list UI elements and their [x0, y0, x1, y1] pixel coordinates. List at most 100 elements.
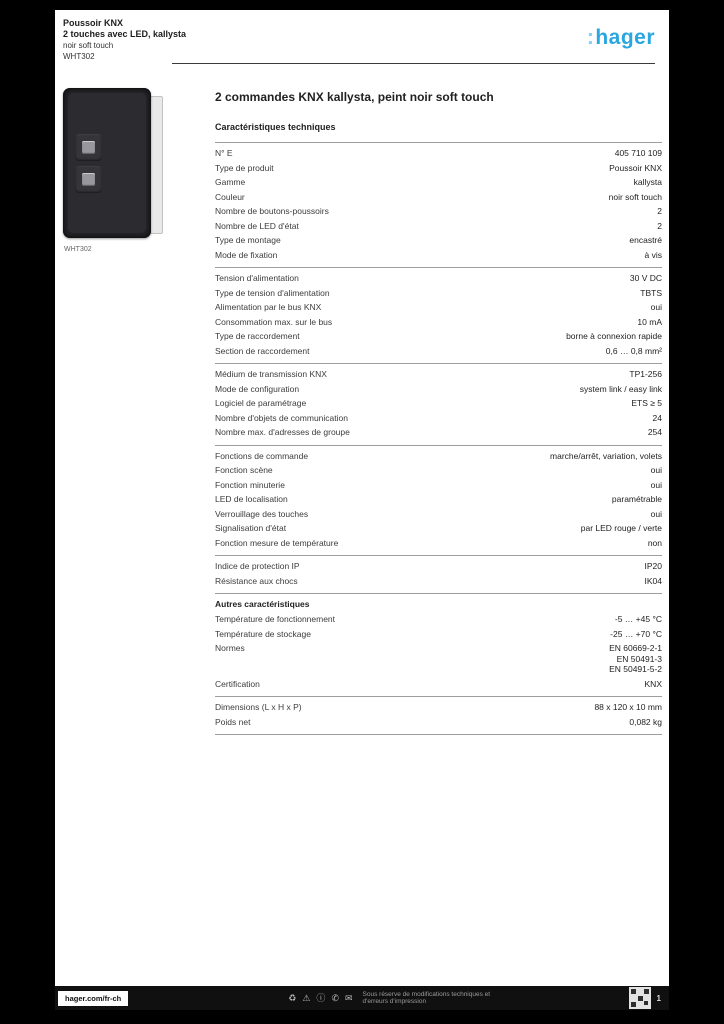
footer-icons: ♻⚠ⓘ✆✉ — [288, 992, 352, 1003]
spec-value: IP20 — [644, 561, 663, 571]
spec-label: Logiciel de paramétrage — [215, 398, 307, 408]
header-divider — [172, 63, 655, 64]
header-line-1: Poussoir KNX — [63, 18, 124, 28]
spec-label: Fonctions de commande — [215, 450, 309, 461]
spec-value: oui — [650, 465, 662, 475]
spec-row: Type de produit Poussoir KNX — [215, 161, 662, 176]
phone-icon: ✆ — [331, 992, 339, 1003]
spec-row: Fonction scène oui — [215, 463, 662, 478]
main-content: 2 commandes KNX kallysta, peint noir sof… — [215, 90, 662, 735]
spec-label: Fonction scène — [215, 465, 273, 475]
warning-icon: ⚠ — [302, 992, 311, 1003]
spec-value: EN 60669-2-1 EN 50491-3 EN 50491-5-2 — [609, 643, 662, 674]
spec-value: system link / easy link — [579, 383, 662, 394]
spec-value: TP1-256 — [629, 369, 662, 379]
header-line-2: 2 touches avec LED, kallysta — [63, 29, 187, 39]
spec-value: 254 — [647, 427, 662, 437]
spec-value: à vis — [644, 249, 662, 260]
spec-row: Tension d'alimentation 30 V DC — [215, 271, 662, 286]
header-reference: WHT302 — [63, 52, 95, 61]
spec-value: 10 mA — [637, 316, 662, 327]
push-button-bottom-cap — [82, 173, 95, 186]
qr-code — [628, 987, 651, 1009]
spec-group-heading: Autres caractéristiques — [215, 599, 310, 609]
spec-label: Mode de fixation — [215, 249, 278, 260]
spec-label: Type de produit — [215, 162, 274, 173]
spec-label: Type de montage — [215, 235, 281, 245]
spec-row: Mode de fixation à vis — [215, 248, 662, 263]
device-front-plate — [68, 93, 146, 233]
spec-value: ETS ≥ 5 — [631, 398, 662, 408]
footer-right: 1 — [628, 987, 664, 1009]
push-button-top-cap — [82, 141, 95, 154]
tech-specs-heading: Caractéristiques techniques — [215, 122, 336, 132]
website-link[interactable]: hager.com/fr-ch — [58, 990, 129, 1006]
datasheet-page: Poussoir KNX 2 touches avec LED, kallyst… — [55, 10, 669, 1010]
spec-label: Nombre de boutons-poussoirs — [215, 206, 329, 216]
page-footer: hager.com/fr-ch ♻⚠ⓘ✆✉ Sous réserve de mo… — [55, 986, 669, 1010]
figure-caption: WHT302 — [64, 246, 92, 253]
mounting-frame-edge — [149, 96, 163, 234]
product-figure: WHT302 — [63, 88, 163, 253]
spec-value: 30 V DC — [629, 273, 662, 283]
spec-row: Dimensions (L x H x P) 88 x 120 x 10 mm — [215, 700, 662, 715]
spec-value: non — [647, 537, 662, 548]
spec-value: 88 x 120 x 10 mm — [594, 702, 662, 712]
spec-label: Type de raccordement — [215, 331, 300, 341]
spec-label: Normes — [215, 643, 245, 653]
spec-row: Couleur noir soft touch — [215, 190, 662, 205]
spec-row: Verrouillage des touches oui — [215, 507, 662, 522]
device-buttons — [75, 134, 102, 198]
spec-value: Poussoir KNX — [609, 162, 662, 173]
footer-note: Sous réserve de modifications techniques… — [362, 990, 491, 1006]
spec-label: Température de fonctionnement — [215, 614, 336, 624]
spec-label: Résistance aux chocs — [215, 575, 298, 586]
spec-group: Dimensions (L x H x P) 88 x 120 x 10 mm Po… — [215, 697, 662, 735]
spec-row: Température de fonctionnement-5 … +45 °C — [215, 612, 662, 627]
spec-label: Section de raccordement — [215, 345, 310, 356]
spec-value: par LED rouge / verte — [580, 523, 662, 533]
product-image — [63, 88, 151, 238]
info-icon: ⓘ — [316, 992, 326, 1003]
spec-value: 24 — [652, 412, 662, 423]
spec-label: Verrouillage des touches — [215, 508, 309, 519]
header-line-3: noir soft touch — [63, 41, 114, 50]
spec-label: Tension d'alimentation — [215, 273, 299, 283]
recycle-icon: ♻ — [288, 992, 297, 1003]
push-button-top — [75, 134, 102, 161]
spec-value: oui — [650, 508, 662, 519]
spec-label: Température de stockage — [215, 628, 311, 639]
spec-row: Section de raccordement 0,6 … 0,8 mm² — [215, 344, 662, 359]
spec-value: 2 — [657, 220, 662, 231]
spec-label: Couleur — [215, 191, 245, 202]
spec-value: KNX — [644, 678, 662, 689]
spec-value: oui — [650, 479, 662, 490]
spec-value: 2 — [657, 206, 662, 216]
logo-wordmark: hager — [595, 26, 655, 49]
spec-label: Gamme — [215, 177, 246, 187]
spec-label: Dimensions (L x H x P) — [215, 702, 302, 712]
page-title: 2 commandes KNX kallysta, peint noir sof… — [215, 90, 494, 104]
spec-value: noir soft touch — [608, 191, 662, 202]
spec-value: borne à connexion rapide — [566, 331, 662, 341]
spec-value: kallysta — [633, 177, 662, 187]
spec-value: encastré — [629, 235, 662, 245]
header-product-block: Poussoir KNX 2 touches avec LED, kallyst… — [63, 18, 186, 62]
spec-label: Fonction mesure de température — [215, 537, 339, 548]
spec-value: 0,6 … 0,8 mm² — [605, 345, 662, 356]
page-indicator: 1 — [656, 993, 661, 1003]
